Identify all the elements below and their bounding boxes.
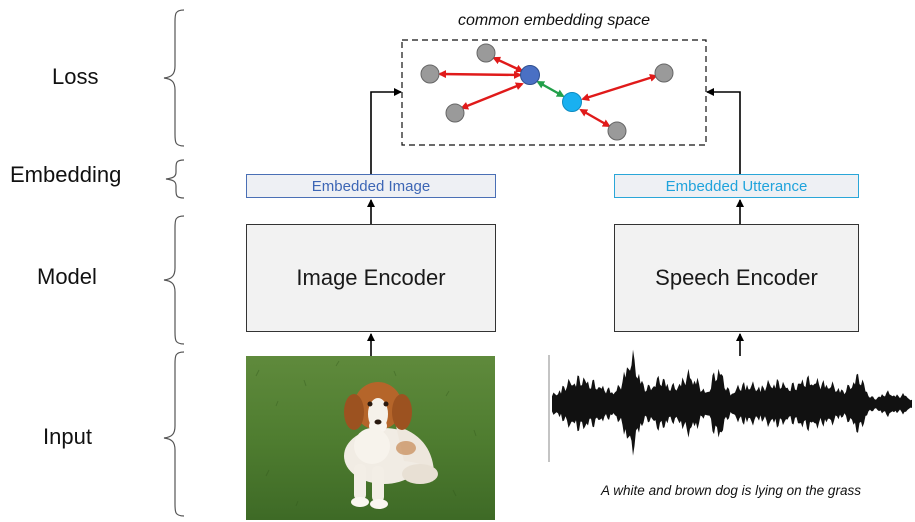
negative-arrow-4 xyxy=(581,73,658,102)
row-label-input: Input xyxy=(43,424,92,449)
positive-arrow xyxy=(536,80,565,98)
negative-point xyxy=(476,43,496,63)
bracket-loss xyxy=(163,9,185,147)
bracket-embedding xyxy=(165,159,185,199)
negative-arrow-2 xyxy=(438,70,522,79)
embedded-utterance-label: Embedded Utterance xyxy=(665,177,808,195)
row-label-embedding: Embedding xyxy=(10,162,122,187)
image-encoder-box: Image Encoder xyxy=(246,224,496,332)
image-encoder-label: Image Encoder xyxy=(296,265,446,290)
negative-point xyxy=(420,64,440,84)
bracket-group xyxy=(163,9,185,517)
speech-embedding-point xyxy=(562,92,582,112)
embedding-space-title: common embedding space xyxy=(457,12,651,29)
negative-arrow-1 xyxy=(492,56,524,73)
bracket-input xyxy=(163,351,185,517)
image-embedding-point xyxy=(520,65,540,85)
embedded-image-label: Embedded Image xyxy=(311,177,431,195)
embedded-utterance-box: Embedded Utterance xyxy=(614,174,859,198)
arrow-speech-embedding-to-space xyxy=(706,88,741,174)
negative-arrow-3 xyxy=(460,82,524,110)
negative-point xyxy=(654,63,674,83)
negative-arrow-5 xyxy=(579,108,611,128)
speech-caption: A white and brown dog is lying on the gr… xyxy=(601,483,861,498)
row-label-model: Model xyxy=(37,264,97,289)
speech-encoder-label: Speech Encoder xyxy=(655,265,818,290)
embedded-image-box: Embedded Image xyxy=(246,174,496,198)
negative-point xyxy=(607,121,627,141)
speech-waveform-icon xyxy=(548,349,912,462)
dog-photo xyxy=(246,356,495,520)
embedding-space-box xyxy=(401,39,707,146)
speech-encoder-box: Speech Encoder xyxy=(614,224,859,332)
arrow-image-embedding-to-space xyxy=(370,88,402,174)
bracket-model xyxy=(163,215,185,345)
negative-point xyxy=(445,103,465,123)
dog-photo-illustration xyxy=(246,356,495,520)
row-label-loss: Loss xyxy=(52,64,99,89)
